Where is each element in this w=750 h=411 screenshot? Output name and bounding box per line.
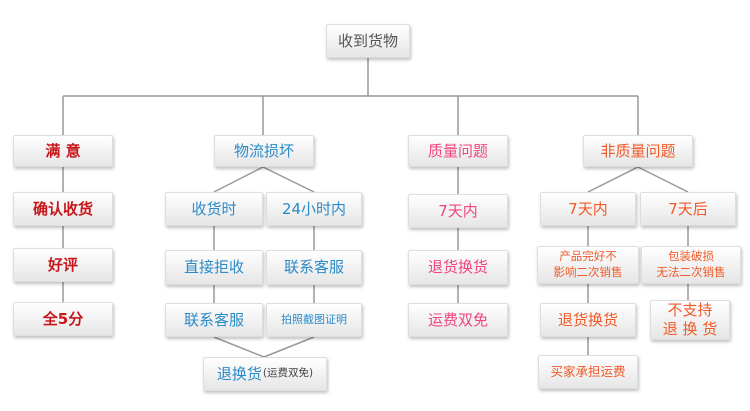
- satisfied-node: 满 意: [13, 135, 113, 167]
- damaged-condition-line1: 包装破损: [668, 249, 714, 264]
- contact-service-node: 联系客服: [266, 250, 362, 285]
- free-shipping-note: (运费双免): [262, 367, 314, 380]
- non-quality-issue-node: 非质量问题: [583, 135, 693, 167]
- confirm-receipt-node: 确认收货: [13, 192, 113, 226]
- connector: [262, 166, 315, 193]
- no-return-line2: 退 换 货: [662, 320, 718, 338]
- damaged-condition-node: 包装破损 无法二次销售: [641, 246, 741, 284]
- within-24h-node: 24小时内: [266, 192, 362, 226]
- intact-condition-node: 产品完好不 影响二次销售: [537, 246, 639, 284]
- within-7days-quality-node: 7天内: [408, 194, 508, 228]
- reject-directly-node: 直接拒收: [165, 250, 263, 285]
- logistics-damage-node: 物流损坏: [214, 135, 314, 167]
- photo-evidence-node: 拍照截图证明: [266, 303, 362, 337]
- good-review-node: 好评: [13, 248, 113, 282]
- connector: [637, 166, 689, 193]
- free-shipping-node: 运费双免: [408, 303, 508, 337]
- return-exchange-final-node: 退换货(运费双免): [203, 357, 327, 391]
- within-7days-node: 7天内: [540, 192, 636, 226]
- full-score-node: 全5分: [13, 302, 113, 336]
- quality-issue-node: 质量问题: [408, 135, 508, 167]
- intact-condition-line2: 影响二次销售: [553, 265, 623, 279]
- contact-service-left-node: 联系客服: [165, 303, 263, 337]
- return-exchange-nonquality-node: 退货换货: [540, 303, 636, 337]
- connector: [587, 166, 639, 193]
- no-return-line1: 不支持: [667, 301, 713, 320]
- connector: [213, 166, 264, 193]
- return-exchange-quality-node: 退货换货: [408, 250, 508, 285]
- no-return-node: 不支持 退 换 货: [650, 300, 730, 340]
- connector: [263, 336, 315, 358]
- root-node: 收到货物: [326, 24, 410, 58]
- damaged-condition-line2: 无法二次销售: [656, 265, 726, 279]
- on-receipt-node: 收货时: [165, 192, 263, 226]
- after-7days-node: 7天后: [640, 192, 736, 226]
- intact-condition-line1: 产品完好不: [559, 249, 617, 264]
- return-exchange-label: 退换货: [216, 364, 262, 383]
- connector: [213, 336, 265, 358]
- buyer-pays-shipping-node: 买家承担运费: [538, 355, 638, 389]
